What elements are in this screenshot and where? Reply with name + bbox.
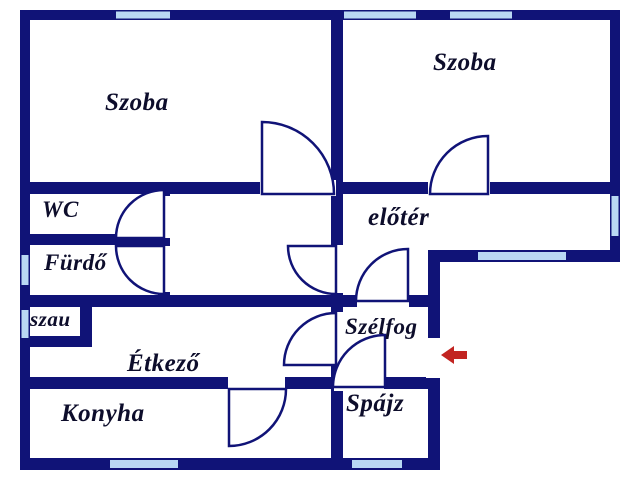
door-swing-hall-eloter — [286, 244, 338, 296]
window-left-furdo — [21, 255, 29, 285]
window-eloter-bottom — [478, 252, 566, 260]
window-top-szoba1 — [116, 11, 170, 19]
room-label-konyha: Konyha — [61, 400, 145, 427]
wall-szauna-bottom — [20, 336, 92, 347]
room-label-szoba-1: Szoba — [105, 89, 169, 116]
entrance-arrow-icon — [441, 346, 467, 364]
window-left-szauna — [21, 310, 29, 338]
window-top-szoba2-right — [450, 11, 512, 19]
door-swing-etkezo — [282, 311, 338, 367]
window-top-szoba2-left — [344, 11, 416, 19]
wall-vertical-main — [331, 10, 343, 470]
door-swing-konyha — [227, 387, 288, 448]
wall-wc-furdo — [20, 234, 168, 245]
opening-entrance — [426, 338, 442, 378]
room-label-etkezo: Étkező — [127, 350, 200, 377]
room-label-eloter: előtér — [368, 204, 430, 231]
wall-exterior-top — [20, 10, 620, 20]
room-label-szauna: szau — [30, 307, 71, 331]
wall-exterior-right — [610, 10, 620, 262]
door-swings — [114, 120, 490, 448]
room-label-furdo: Fürdő — [44, 250, 107, 275]
room-label-szoba-2: Szoba — [433, 49, 497, 76]
opening-konyha — [228, 375, 285, 391]
wall-horizontal-mid — [20, 295, 440, 307]
room-label-wc: WC — [42, 197, 79, 222]
room-label-spajz: Spájz — [346, 390, 405, 417]
door-swing-wc — [114, 188, 166, 240]
door-swing-szelfogo — [354, 247, 410, 303]
door-swing-szoba1 — [260, 120, 336, 196]
door-swing-furdo — [114, 244, 166, 296]
window-bottom-konyha — [110, 460, 178, 468]
door-swing-spajz — [331, 333, 387, 389]
windows — [21, 11, 619, 468]
window-bottom-spajz — [352, 460, 402, 468]
room-label-szelfogo: Szélfog — [345, 314, 418, 339]
wall-szauna-right — [80, 295, 92, 347]
window-right-eloter — [611, 196, 619, 236]
door-swing-szoba2 — [428, 134, 490, 196]
